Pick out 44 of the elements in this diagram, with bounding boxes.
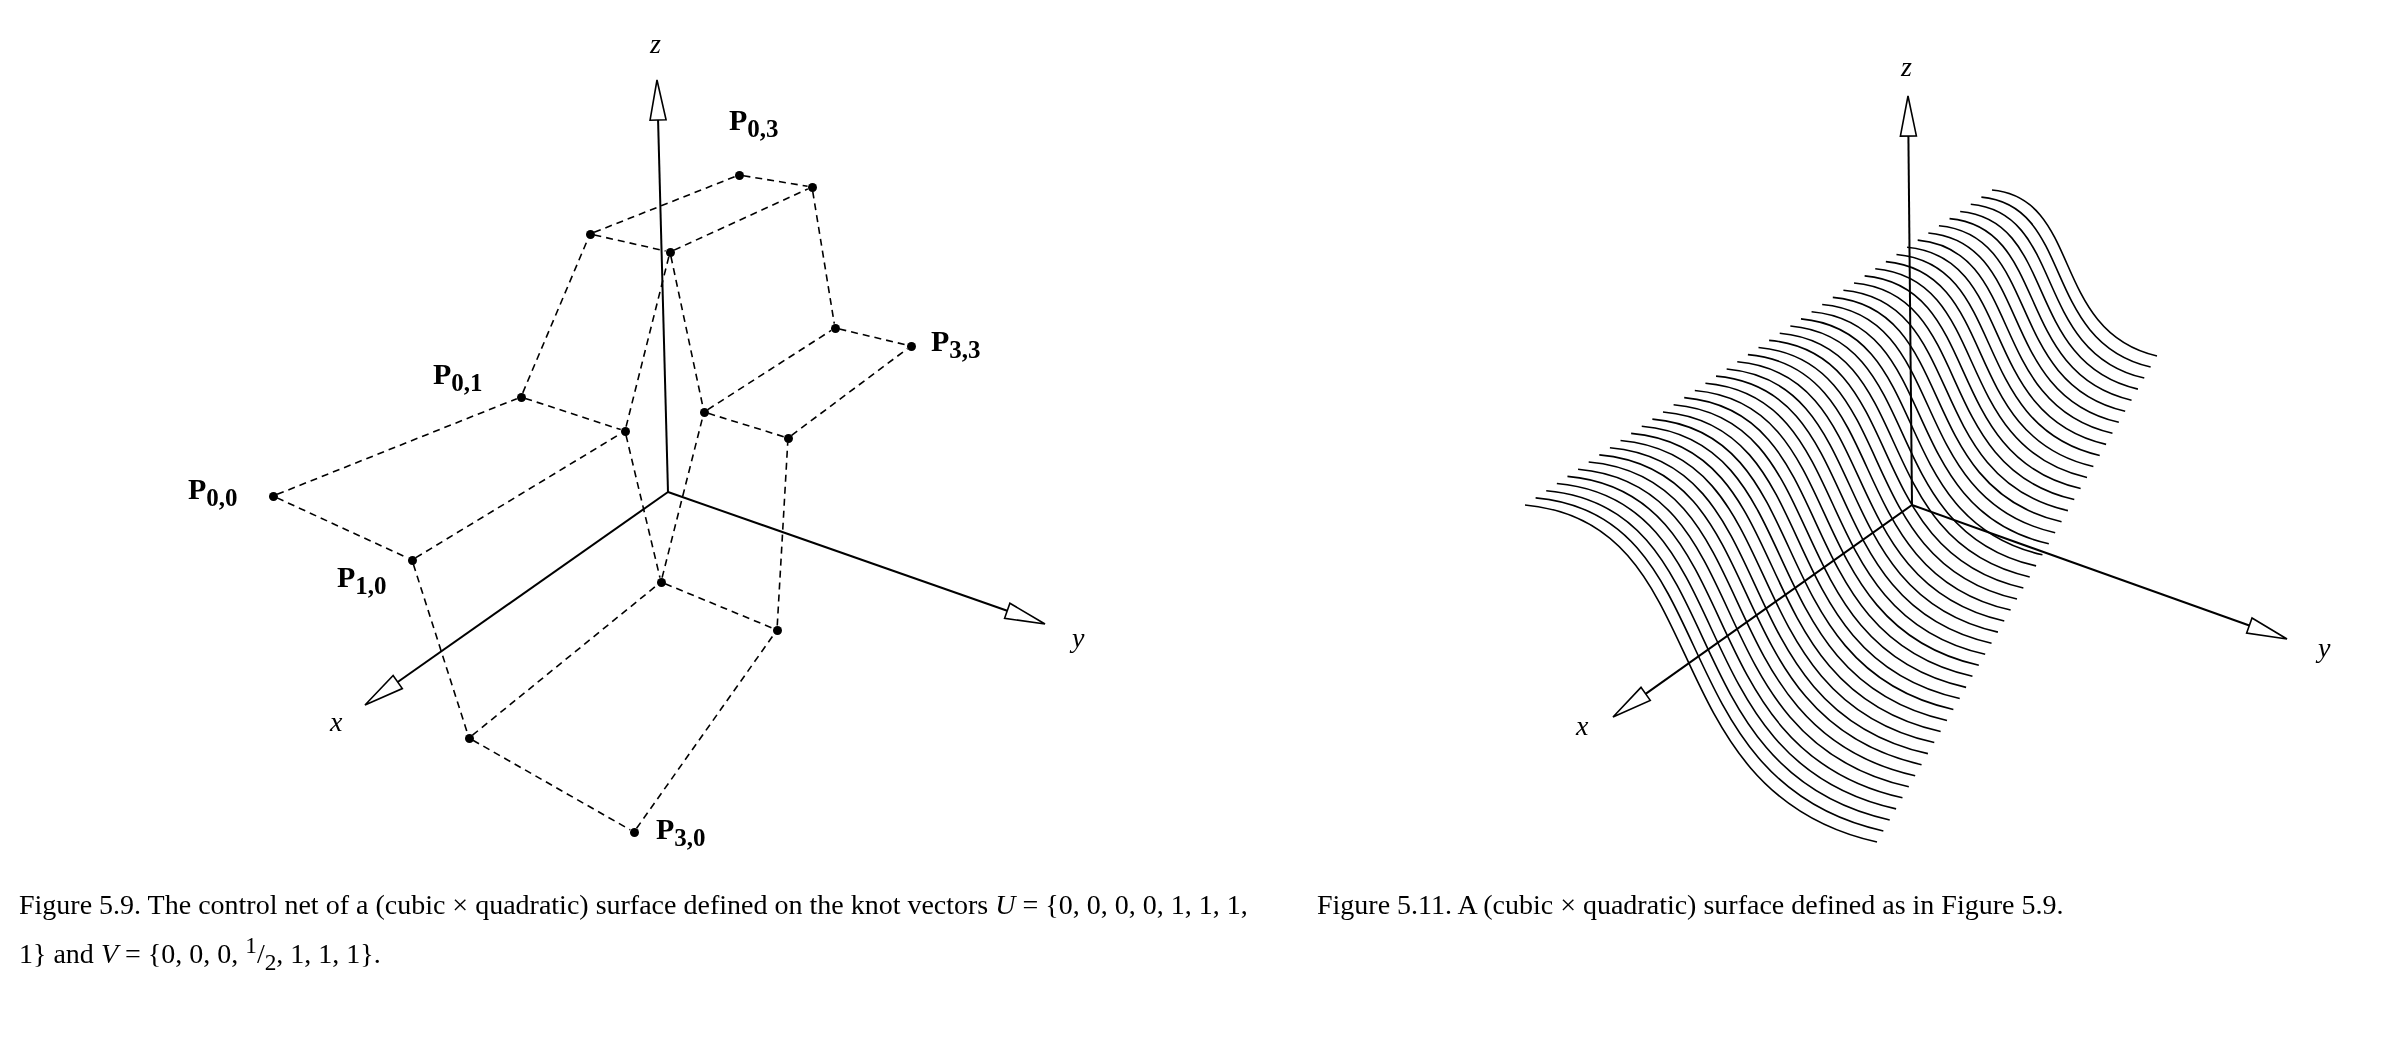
axis-label: z bbox=[1901, 53, 1912, 81]
dashed-line bbox=[664, 582, 774, 630]
dashed-line bbox=[625, 255, 670, 428]
dashed-line bbox=[625, 434, 661, 579]
control-point bbox=[656, 577, 666, 587]
control-point bbox=[516, 392, 526, 402]
point-label: P$_{3,3}$ bbox=[931, 326, 981, 362]
dashed-line bbox=[707, 329, 832, 411]
dashed-line bbox=[790, 347, 909, 437]
dashed-line bbox=[276, 397, 518, 496]
point-label: P$_{1,0}$ bbox=[337, 562, 387, 598]
dashed-line bbox=[593, 175, 736, 234]
dashed-line bbox=[673, 188, 809, 251]
dashed-line bbox=[742, 174, 809, 188]
dashed-line bbox=[811, 190, 836, 325]
control-point bbox=[807, 182, 817, 192]
control-point bbox=[665, 247, 675, 257]
point-label: P$_{0,1}$ bbox=[433, 359, 483, 395]
dashed-line bbox=[524, 397, 622, 431]
axis-label: x bbox=[330, 708, 343, 736]
dashed-line bbox=[838, 328, 908, 346]
figure-caption: Figure 5.11. A (cubic × quadratic) surface defined as in Figure 5.9. bbox=[1317, 888, 2065, 922]
figure-caption: Figure 5.9. The control net of a (cubic × quadratic) surface defined on the knot vectors U = {0, 0, 0, 0, 1, 1, 1, 1} and V = {0, 0, 0, $^{1}$/$_{2}$, 1, 1, 1}. bbox=[19, 888, 1249, 977]
axis-label: z bbox=[650, 30, 661, 58]
point-label: P$_{3,0}$ bbox=[656, 814, 706, 850]
control-point bbox=[734, 170, 744, 180]
dashed-line bbox=[593, 234, 667, 252]
control-point bbox=[407, 555, 417, 565]
control-point bbox=[772, 625, 782, 635]
control-point bbox=[268, 491, 278, 501]
control-point bbox=[620, 426, 630, 436]
dashed-line bbox=[776, 441, 789, 627]
control-point bbox=[830, 323, 840, 333]
control-point bbox=[783, 433, 793, 443]
dashed-line bbox=[707, 412, 785, 438]
control-point bbox=[629, 827, 639, 837]
control-point bbox=[464, 733, 474, 743]
control-point bbox=[906, 341, 916, 351]
point-label: P$_{0,3}$ bbox=[729, 105, 779, 141]
point-label: P$_{0,0}$ bbox=[188, 474, 238, 510]
control-point bbox=[699, 407, 709, 417]
control-point bbox=[585, 229, 595, 239]
axis-label: x bbox=[1576, 712, 1589, 740]
dashed-line bbox=[472, 739, 631, 831]
